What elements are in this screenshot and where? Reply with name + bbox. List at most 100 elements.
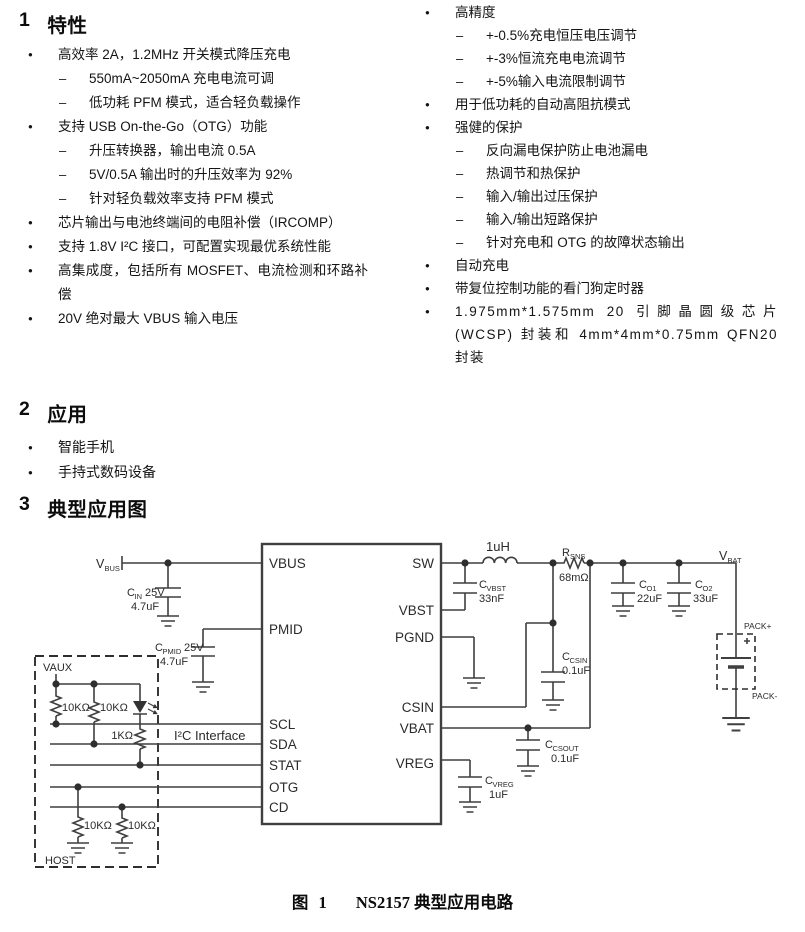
application-circuit-schematic: VBUS PMID SCL SDA STAT OTG CD SW VBST PG… xyxy=(34,539,778,868)
feature-subitem: –输入/输出短路保护 xyxy=(424,208,778,231)
bullet-icon: ● xyxy=(425,307,430,316)
bullet-icon: ● xyxy=(28,443,33,452)
feature-subitem: –550mA~2050mA 充电电流可调 xyxy=(27,67,368,91)
feature-item: ●高集成度，包括所有 MOSFET、电流检测和环路补偿 xyxy=(27,259,368,307)
resistor-led-series xyxy=(134,726,146,750)
feature-item: ●自动充电 xyxy=(424,254,778,277)
svg-text:0.1uF: 0.1uF xyxy=(551,753,579,765)
svg-text:O2: O2 xyxy=(703,584,713,593)
dash-icon: – xyxy=(456,51,464,66)
resistor-scl-pullup xyxy=(50,693,62,717)
ic-pin-csin: CSIN xyxy=(402,700,434,715)
feature-item: ●高精度 xyxy=(424,1,778,24)
bullet-icon: ● xyxy=(28,122,33,131)
bullet-icon: ● xyxy=(425,100,430,109)
feature-item: ●1.975mm*1.575mm 20 引脚晶圆级芯片 (WCSP) 封装和 4… xyxy=(424,300,778,369)
dash-icon: – xyxy=(456,28,464,43)
svg-text:4.7uF: 4.7uF xyxy=(160,656,188,668)
i2c-interface-label: I²C Interface xyxy=(174,728,246,743)
svg-text:33nF: 33nF xyxy=(479,593,504,605)
led xyxy=(133,701,158,715)
r-sda-value: 10KΩ xyxy=(100,702,128,714)
dash-icon: – xyxy=(59,71,67,86)
dash-icon: – xyxy=(59,95,67,110)
section-title: 应用 xyxy=(47,404,88,426)
feature-item: ●用于低功耗的自动高阻抗模式 xyxy=(424,93,778,116)
bullet-icon: ● xyxy=(425,123,430,132)
co2-label: C xyxy=(695,579,703,591)
svg-text:CSIN: CSIN xyxy=(570,656,588,665)
feature-item: ●支持 USB On-the-Go（OTG）功能 xyxy=(27,115,368,139)
svg-text:BAT: BAT xyxy=(728,556,742,565)
section-2-heading: 2 应用 xyxy=(19,398,87,427)
ic-pin-otg: OTG xyxy=(269,780,298,795)
dash-icon: – xyxy=(456,143,464,158)
svg-text:BUS: BUS xyxy=(105,564,120,573)
bullet-icon: ● xyxy=(28,218,33,227)
feature-item: ●强健的保护 xyxy=(424,116,778,139)
ic-pin-pgnd: PGND xyxy=(395,630,434,645)
svg-text:SNS: SNS xyxy=(570,552,585,561)
ccsin-label: C xyxy=(562,651,570,663)
battery-pack xyxy=(716,633,756,732)
ic-pin-sda: SDA xyxy=(269,737,297,752)
pack-minus-label: PACK- xyxy=(752,691,778,701)
dash-icon: – xyxy=(456,166,464,181)
rsns-label: R xyxy=(562,547,570,559)
feature-item: ●带复位控制功能的看门狗定时器 xyxy=(424,277,778,300)
svg-text:IN: IN xyxy=(135,592,143,601)
feature-subitem: –低功耗 PFM 模式，适合轻负载操作 xyxy=(27,91,368,115)
led-arrow-icon xyxy=(152,704,158,709)
host-box xyxy=(34,655,159,868)
inductor-value: 1uH xyxy=(486,539,510,554)
ic-pin-stat: STAT xyxy=(269,758,302,773)
feature-subitem: –反向漏电保护防止电池漏电 xyxy=(424,139,778,162)
feature-item: ●芯片输出与电池终端间的电阻补偿（IRCOMP） xyxy=(27,211,368,235)
bullet-icon: ● xyxy=(28,314,33,323)
dash-icon: – xyxy=(456,235,464,250)
feature-subitem: –针对轻负载效率支持 PFM 模式 xyxy=(27,187,368,211)
bullet-icon: ● xyxy=(28,50,33,59)
svg-text:VREG: VREG xyxy=(493,780,514,789)
bullet-icon: ● xyxy=(425,284,430,293)
section-title: 特性 xyxy=(47,15,88,37)
feature-subitem: –输入/输出过压保护 xyxy=(424,185,778,208)
bullet-icon: ● xyxy=(28,242,33,251)
host-label: HOST xyxy=(45,855,76,867)
feature-subitem: –升压转换器，输出电流 0.5A xyxy=(27,139,368,163)
bullet-icon: ● xyxy=(425,8,430,17)
ic-pin-vreg: VREG xyxy=(396,756,434,771)
svg-text:CSOUT: CSOUT xyxy=(553,744,580,753)
svg-text:PMID: PMID xyxy=(163,647,182,656)
schematic-labels: V BUS C IN 25V 4.7uF C PMID 25V 4.7uF VA… xyxy=(43,539,778,867)
cvreg-label: C xyxy=(485,775,493,787)
section-number: 3 xyxy=(19,493,31,515)
feature-subitem: –5V/0.5A 输出时的升压效率为 92% xyxy=(27,163,368,187)
ic-block: VBUS PMID SCL SDA STAT OTG CD SW VBST PG… xyxy=(260,542,443,826)
section-3-heading: 3 典型应用图 xyxy=(19,493,147,522)
vaux-label: VAUX xyxy=(43,662,73,674)
feature-item: ●20V 绝对最大 VBUS 输入电压 xyxy=(27,307,368,331)
ic-pin-vbus: VBUS xyxy=(269,556,306,571)
cpmid-label: C xyxy=(155,642,163,654)
figure-number: 图 1 xyxy=(291,893,330,912)
resistor-otg-pulldown xyxy=(72,814,84,838)
resistor-cd-pulldown xyxy=(116,815,128,839)
application-item: ●手持式数码设备 xyxy=(27,460,368,485)
figure-title: NS2157 典型应用电路 xyxy=(355,893,514,912)
svg-text:22uF: 22uF xyxy=(637,593,662,605)
r-led-value: 1KΩ xyxy=(111,730,133,742)
feature-subitem: –+-5%输入电流限制调节 xyxy=(424,70,778,93)
resistor-sda-pullup xyxy=(88,699,100,723)
feature-item: ●高效率 2A，1.2MHz 开关模式降压充电 xyxy=(27,43,368,67)
cin-label: C xyxy=(127,587,135,599)
dash-icon: – xyxy=(456,189,464,204)
svg-text:VBST: VBST xyxy=(487,584,507,593)
svg-text:68mΩ: 68mΩ xyxy=(559,572,589,584)
ic-pin-pmid: PMID xyxy=(269,622,303,637)
input-wiring xyxy=(121,556,262,693)
feature-subitem: –针对充电和 OTG 的故障状态输出 xyxy=(424,231,778,254)
feature-subitem: –热调节和热保护 xyxy=(424,162,778,185)
svg-text:25V: 25V xyxy=(145,587,165,599)
